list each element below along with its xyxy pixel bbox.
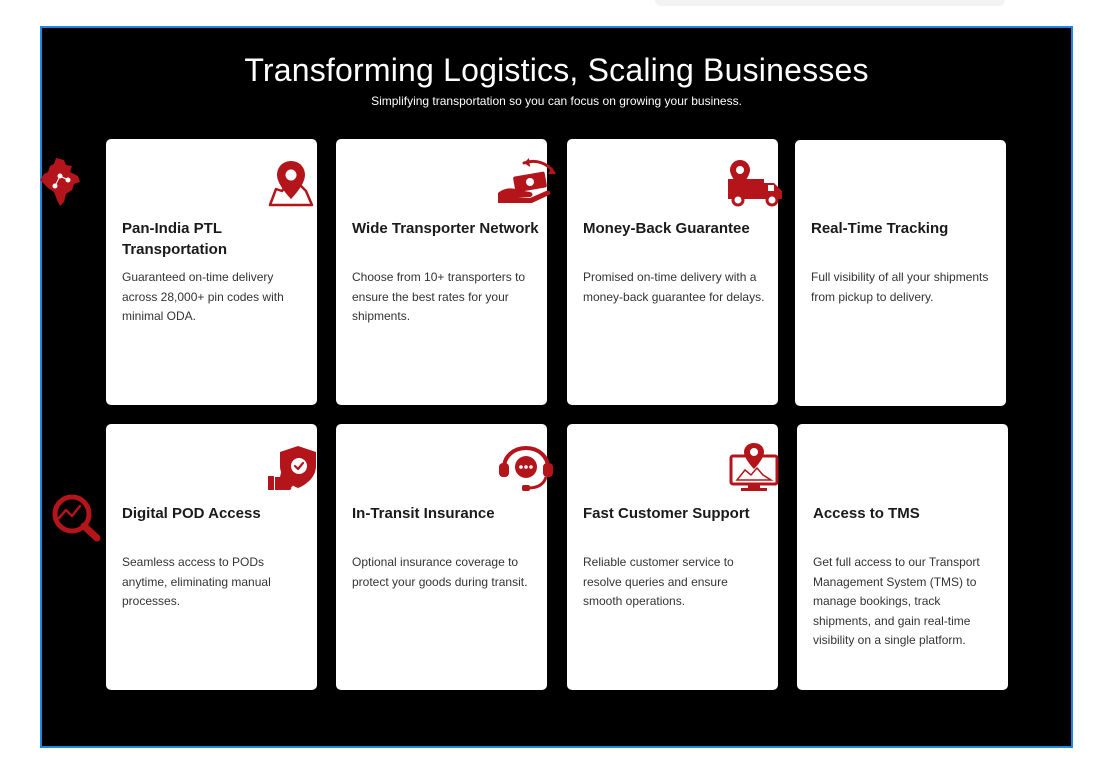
card-description: Promised on-time delivery with a money-b… <box>583 270 765 304</box>
card-title: Money-Back Guarantee <box>583 220 750 237</box>
money-hand-icon <box>498 158 556 203</box>
card-description: Guaranteed on-time delivery across 28,00… <box>122 270 284 323</box>
card-title: Access to TMS <box>813 505 920 522</box>
card-title: Real-Time Tracking <box>811 220 949 237</box>
delivery-truck-icon <box>728 160 782 207</box>
card-description: Choose from 10+ transporters to ensure t… <box>352 270 526 323</box>
card-description: Get full access to our Transport Managem… <box>813 555 980 647</box>
feature-card-access-tms: Access to TMS Get full access to our Tra… <box>797 424 1008 690</box>
card-description: Seamless access to PODs anytime, elimina… <box>122 555 271 608</box>
card-title: Pan-India PTL Transportation <box>122 220 228 258</box>
feature-card-digital-pod: Digital POD Access Seamless access to PO… <box>106 424 317 690</box>
map-pin-icon <box>268 161 314 207</box>
card-description: Optional insurance coverage to protect y… <box>352 555 528 589</box>
feature-card-real-time-tracking: Real-Time Tracking Full visibility of al… <box>795 140 1006 406</box>
feature-card-money-back: Money-Back Guarantee Promised on-time de… <box>567 139 782 405</box>
feature-card-pan-india-ptl: Pan-India PTL Transportation Guaranteed … <box>106 139 317 405</box>
feature-card-in-transit-insurance: In-Transit Insurance Optional insurance … <box>336 424 553 690</box>
support-headset-icon <box>499 446 553 491</box>
top-strip <box>655 0 1005 6</box>
card-title: Digital POD Access <box>122 505 261 522</box>
card-title: Wide Transporter Network <box>352 220 539 237</box>
card-description: Reliable customer service to resolve que… <box>583 555 734 608</box>
feature-card-customer-support: Fast Customer Support Reliable customer … <box>567 424 779 690</box>
section-title: Transforming Logistics, Scaling Business… <box>244 52 869 88</box>
card-title: In-Transit Insurance <box>352 505 495 522</box>
section-subtitle: Simplifying transportation so you can fo… <box>371 94 742 108</box>
card-description: Full visibility of all your shipments fr… <box>811 270 989 304</box>
tracking-magnifier-icon <box>52 494 101 542</box>
feature-card-transporter-network: Wide Transporter Network Choose from 10+… <box>336 139 556 405</box>
shield-thumbs-up-icon <box>268 446 316 490</box>
india-map-icon <box>40 158 80 206</box>
monitor-location-icon <box>729 443 779 491</box>
card-title: Fast Customer Support <box>583 505 750 522</box>
